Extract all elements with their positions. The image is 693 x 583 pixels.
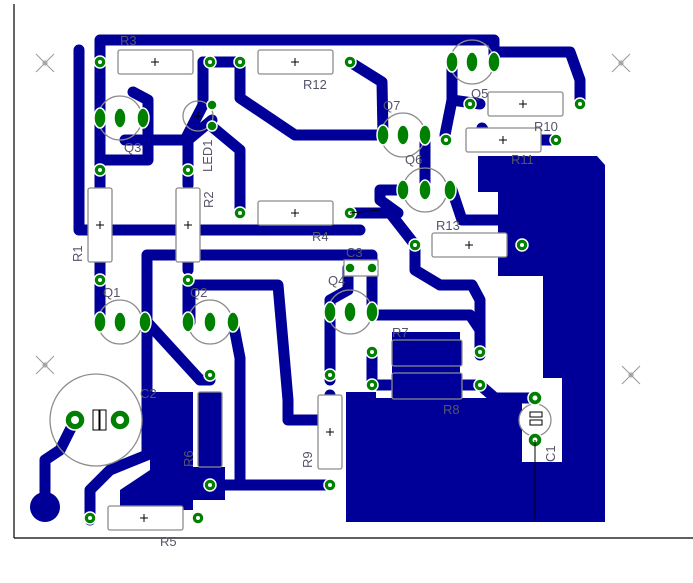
silk-details [92, 209, 543, 520]
pad-q3-3 [136, 107, 150, 129]
large-pad-bottom-left [30, 492, 60, 522]
pad-q7-3 [418, 124, 432, 146]
c2-body [49, 373, 143, 467]
mount-mark-mid-left [35, 355, 55, 375]
label-r10: R10 [534, 119, 558, 134]
ground-pour-right [346, 156, 605, 522]
pad-led1-2 [206, 120, 218, 132]
pad-q4-3 [365, 301, 379, 323]
label-r6: R6 [181, 450, 196, 467]
pad-led1-1 [206, 99, 218, 111]
label-r4: R4 [312, 229, 329, 244]
label-r7: R7 [392, 325, 409, 340]
label-q1: Q1 [103, 285, 120, 300]
pad-q4-2 [343, 301, 357, 323]
pad-q7-1 [376, 124, 390, 146]
label-r12: R12 [303, 77, 327, 92]
mount-mark-mid-right [621, 365, 641, 385]
label-r8: R8 [443, 402, 460, 417]
pad-q6-1 [396, 179, 410, 201]
pad-q5-1 [445, 51, 459, 73]
pad-q5-3 [487, 51, 501, 73]
pad-q6-3 [443, 179, 457, 201]
pad-q3-1 [93, 107, 107, 129]
pad-q2-2 [203, 311, 217, 333]
large-pads [30, 492, 60, 522]
label-c2: C2 [140, 386, 157, 401]
label-q5: Q5 [471, 86, 488, 101]
r7-body [391, 339, 463, 367]
board-outline [13, 4, 693, 539]
mount-mark-top-right [611, 53, 631, 73]
pad-c3-2 [366, 262, 378, 274]
label-r13: R13 [436, 218, 460, 233]
pad-q3-2 [113, 107, 127, 129]
label-r9: R9 [300, 451, 315, 468]
pad-q1-1 [93, 311, 107, 333]
r4-lead [349, 209, 381, 214]
pad-q6-2 [418, 179, 432, 201]
label-r3: R3 [120, 33, 137, 48]
r6-body [197, 391, 223, 468]
ground-pour-left [120, 392, 225, 510]
label-q7: Q7 [383, 98, 400, 113]
pad-q1-2 [113, 311, 127, 333]
mount-mark-top-left [35, 53, 55, 73]
pad-q7-2 [396, 124, 410, 146]
pad-q2-1 [181, 311, 195, 333]
label-q4: Q4 [328, 273, 345, 288]
mounting-marks [35, 53, 641, 385]
label-c1: C1 [543, 445, 558, 462]
label-q6: Q6 [405, 152, 422, 167]
label-r1: R1 [70, 245, 85, 262]
pad-c3-1 [344, 262, 356, 274]
pad-q2-3 [226, 311, 240, 333]
label-r5: R5 [160, 534, 177, 549]
pads [64, 51, 587, 525]
pad-q5-2 [465, 51, 479, 73]
pad-q1-3 [138, 311, 152, 333]
label-c3: C3 [346, 245, 363, 260]
label-r2: R2 [201, 191, 216, 208]
pad-q4-1 [323, 301, 337, 323]
label-q3: Q3 [124, 140, 141, 155]
designator-labels: R3 R12 LED1 Q3 Q7 Q5 R10 R11 Q6 R1 R2 R4… [70, 33, 558, 549]
label-r11: R11 [511, 152, 534, 167]
label-q2: Q2 [190, 285, 207, 300]
label-led1: LED1 [200, 139, 215, 172]
pad-drill-holes [71, 60, 582, 520]
led1-body [182, 100, 214, 132]
r8-body [391, 372, 463, 400]
